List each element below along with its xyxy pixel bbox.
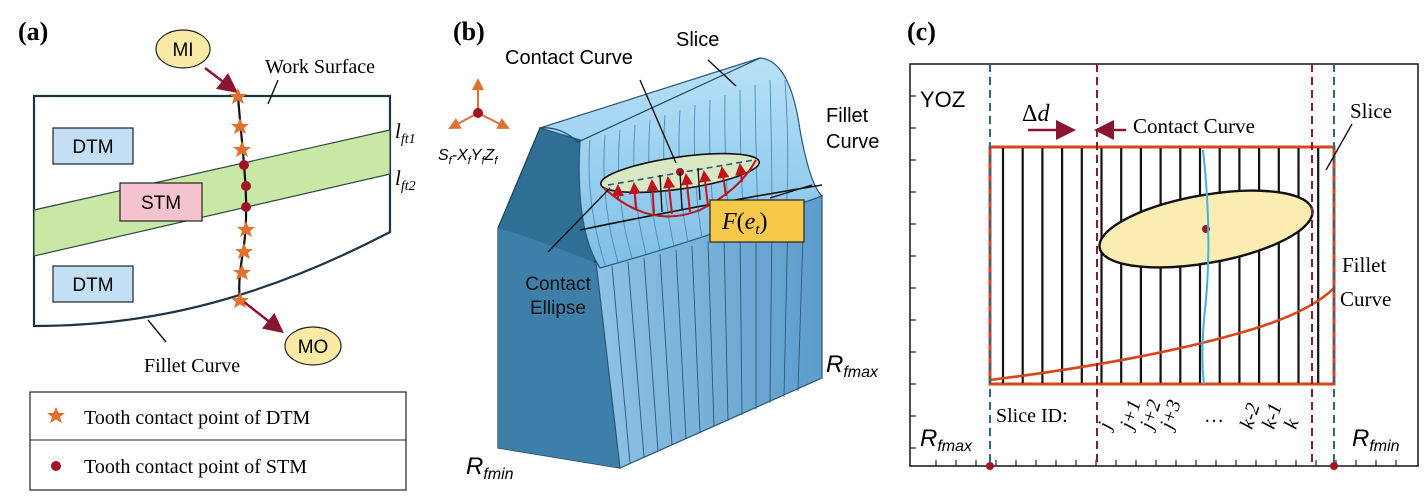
fillet-curve-c (989, 287, 1335, 382)
coord-system-icon (448, 78, 510, 129)
rfmax-label-b: Rfmax (826, 351, 879, 381)
ellipse-leader (547, 187, 611, 253)
work-surface-leader (267, 79, 279, 105)
legend-dtm-label: Tooth contact point of DTM (84, 407, 311, 429)
slice-label-b: Slice (676, 29, 719, 51)
panel-c: (c) YOZ Δd Contact Curve Slice Fill (907, 17, 1419, 470)
mo-arrow (243, 301, 284, 334)
contact-curve-leader (639, 79, 677, 164)
fillet-label-c-1: Fillet (1342, 253, 1387, 277)
delta-d-label: Δd (1022, 101, 1050, 127)
stm-points (239, 160, 251, 212)
dtm-bottom-label: DTM (72, 275, 113, 296)
stm-label: STM (141, 193, 181, 214)
fillet-curve-line (579, 184, 823, 231)
panel-b-label: (b) (453, 17, 485, 46)
panel-c-label: (c) (907, 17, 936, 46)
fillet-label-1: Fillet (826, 105, 869, 127)
legend-dot-icon (51, 461, 61, 471)
dtm-star (231, 118, 249, 134)
panel-a: (a) MI MO (18, 17, 416, 491)
dtm-star (229, 88, 247, 104)
rfmax-point (986, 462, 994, 470)
fillet-curve-label: Fillet Curve (144, 355, 240, 377)
dtm-star (231, 292, 249, 308)
slice-leader-c (1325, 123, 1353, 171)
rfmin-label-b: Rfmin (466, 453, 514, 483)
slice-leader (707, 59, 737, 87)
fillet-label-c-2: Curve (1340, 287, 1391, 311)
block-front-left (498, 228, 620, 468)
stm-band (33, 129, 391, 257)
slice-stripes-front (611, 204, 805, 464)
dtm-star (237, 221, 255, 237)
dtm-star (235, 243, 253, 259)
work-surface-label: Work Surface (265, 56, 375, 78)
slice-label-c: Slice (1350, 99, 1392, 123)
stm-dot (241, 202, 251, 212)
mo-label: MO (298, 337, 329, 358)
contact-curve-label: Contact Curve (505, 47, 633, 69)
dtm-points (229, 88, 255, 308)
force-label: F(et) (721, 209, 768, 238)
dtm-star (233, 264, 251, 280)
contact-ellipse-label-1: Contact (525, 274, 591, 295)
contact-ellipse-label-2: Ellipse (530, 298, 586, 319)
frame-ticks (910, 95, 1397, 466)
panel-a-label: (a) (18, 17, 48, 46)
coord-label: Sf-XfYfZf (438, 147, 498, 167)
fillet-curve-leader (147, 319, 167, 343)
contact-curve-c (1201, 149, 1210, 385)
dtm-star (233, 141, 251, 157)
load-arrows (612, 163, 748, 215)
dtm-box-top (52, 127, 134, 165)
legend-stm-label: Tooth contact point of STM (84, 456, 307, 478)
load-curve (603, 159, 757, 218)
fillet-leader (769, 184, 813, 199)
slice-id: … (1204, 405, 1224, 427)
mi-arrow (204, 67, 238, 94)
rfmin-label-c: Rfmin (1352, 425, 1400, 455)
panel-b: (b) Sf-XfYfZf (438, 17, 879, 483)
slice-id-label: Slice ID: (996, 405, 1068, 427)
mi-label: MI (172, 40, 193, 61)
contact-curve-label-c: Contact Curve (1133, 114, 1255, 138)
lft1-label: lft1 (395, 119, 416, 147)
rfmin-point (1330, 462, 1338, 470)
block-ridge (539, 57, 761, 143)
stm-box (119, 182, 203, 222)
rfmax-label-c: Rfmax (920, 425, 973, 455)
fillet-label-2: Curve (826, 131, 879, 153)
stm-dot (239, 160, 249, 170)
legend-box (29, 391, 407, 491)
ellipse-markers (659, 167, 701, 213)
dtm-box-bottom (52, 265, 134, 303)
dtm-top-label: DTM (72, 137, 113, 158)
stm-dot (241, 181, 251, 191)
force-box (709, 199, 805, 243)
mo-callout (284, 326, 342, 366)
mi-callout (155, 29, 211, 69)
yoz-label: YOZ (920, 87, 965, 112)
lft2-label: lft2 (395, 166, 416, 194)
legend-star-icon (47, 407, 65, 423)
